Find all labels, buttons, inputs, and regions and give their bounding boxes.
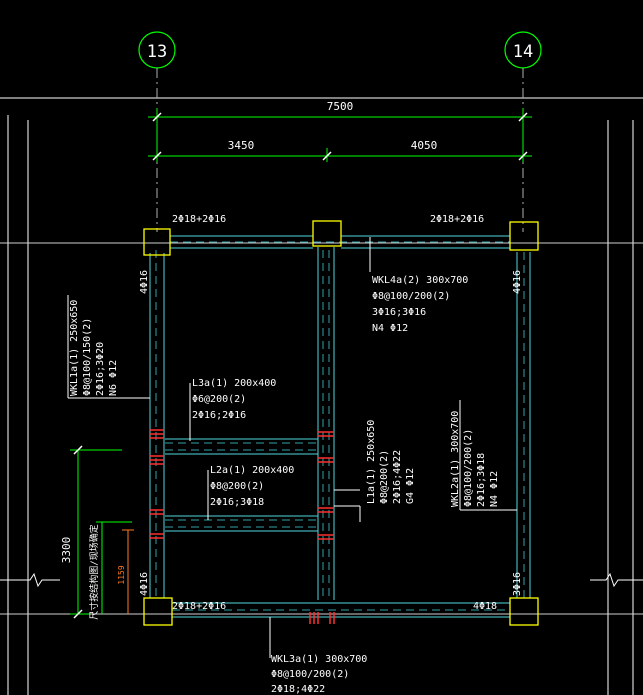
beam-outlines bbox=[149, 235, 531, 618]
l1a-line-1: L1a(1) 250x650 bbox=[366, 420, 377, 504]
annotation-wkl2a: WKL2a(1) 300x700 Φ8@100/200(2) 2Φ16;3Φ18… bbox=[450, 411, 500, 507]
wkl1a-line-3: 2Φ16;3Φ20 bbox=[95, 342, 106, 396]
top-rebar-right: 2Φ18+2Φ16 bbox=[430, 214, 484, 225]
annotation-l3a: L3a(1) 200x400 Φ6@200(2) 2Φ16;2Φ16 bbox=[192, 378, 276, 421]
grid-lines bbox=[0, 242, 643, 615]
column-top-right bbox=[509, 221, 539, 251]
l1a-line-3: 2Φ16;4Φ22 bbox=[392, 450, 403, 504]
dim-vertical-note: 尺寸按结构图/现场确定 bbox=[88, 524, 100, 619]
l3a-line-1: L3a(1) 200x400 bbox=[192, 378, 276, 389]
wkl2a-line-2: Φ8@100/200(2) bbox=[463, 429, 474, 507]
column-rebar-top-left: 4Φ16 bbox=[139, 270, 150, 294]
rebar-labels: 2Φ18+2Φ16 2Φ18+2Φ16 2Φ18+2Φ16 4Φ18 4Φ16 … bbox=[139, 214, 523, 612]
bottom-rebar-left: 2Φ18+2Φ16 bbox=[172, 601, 226, 612]
frame-lines bbox=[0, 97, 643, 695]
l2a-line-2: Φ8@200(2) bbox=[210, 481, 264, 492]
column-rebar-top-right: 4Φ16 bbox=[512, 270, 523, 294]
dim-vertical: 3300 bbox=[60, 537, 73, 564]
wkl1a-line-2: Φ8@100/150(2) bbox=[82, 318, 93, 396]
column-top-left bbox=[143, 228, 171, 256]
wkl2a-line-4: N4 Φ12 bbox=[489, 471, 500, 507]
annotation-wkl1a: WKL1a(1) 250x650 Φ8@100/150(2) 2Φ16;3Φ20… bbox=[69, 300, 119, 396]
wkl3a-line-2: Φ8@100/200(2) bbox=[271, 669, 349, 680]
break-marks bbox=[0, 572, 643, 588]
axis-label-13: 13 bbox=[147, 42, 167, 62]
dim-right-span: 4050 bbox=[411, 139, 438, 152]
white-ties bbox=[334, 505, 361, 522]
columns bbox=[143, 220, 539, 626]
column-bottom-left bbox=[143, 597, 173, 626]
annotation-l1a: L1a(1) 250x650 Φ8@200(2) 2Φ16;4Φ22 G4 Φ1… bbox=[366, 420, 416, 504]
annotation-l2a: L2a(1) 200x400 Φ8@200(2) 2Φ16;3Φ18 bbox=[210, 465, 294, 508]
annotation-wkl3a: WKL3a(1) 300x700 Φ8@100/200(2) 2Φ18;4Φ22 bbox=[271, 654, 367, 695]
wkl1a-line-4: N6 Φ12 bbox=[108, 360, 119, 396]
axis-label-14: 14 bbox=[513, 42, 533, 62]
dim-total: 7500 bbox=[327, 100, 354, 113]
column-rebar-bottom-right: 3Φ16 bbox=[512, 572, 523, 596]
dim-left-span: 3450 bbox=[228, 139, 255, 152]
column-rebar-bottom-left: 4Φ16 bbox=[139, 572, 150, 596]
l3a-line-2: Φ6@200(2) bbox=[192, 394, 246, 405]
wkl1a-line-1: WKL1a(1) 250x650 bbox=[69, 300, 80, 396]
l1a-line-2: Φ8@200(2) bbox=[379, 450, 390, 504]
column-bottom-right bbox=[509, 597, 539, 626]
wkl3a-line-1: WKL3a(1) 300x700 bbox=[271, 654, 367, 665]
wkl4a-line-3: 3Φ16;3Φ16 bbox=[372, 307, 426, 318]
dimension-top: 7500 3450 4050 bbox=[148, 100, 532, 162]
l3a-line-3: 2Φ16;2Φ16 bbox=[192, 410, 246, 421]
l2a-line-3: 2Φ16;3Φ18 bbox=[210, 497, 264, 508]
bottom-rebar-right: 4Φ18 bbox=[473, 601, 497, 612]
beam-hidden-lines bbox=[155, 241, 525, 611]
leader-lines bbox=[67, 237, 517, 658]
column-top-middle bbox=[312, 220, 342, 247]
dimension-vertical: 3300 尺寸按结构图/现场确定 1159 bbox=[60, 445, 134, 620]
wkl4a-line-4: N4 Φ12 bbox=[372, 323, 408, 334]
wkl2a-line-1: WKL2a(1) 300x700 bbox=[450, 411, 461, 507]
wkl4a-line-2: Φ8@100/200(2) bbox=[372, 291, 450, 302]
wkl2a-line-3: 2Φ16;3Φ18 bbox=[476, 453, 487, 507]
stirrup-marks bbox=[150, 429, 335, 624]
l2a-line-1: L2a(1) 200x400 bbox=[210, 465, 294, 476]
wkl4a-line-1: WKL4a(2) 300x700 bbox=[372, 275, 468, 286]
wkl3a-line-3: 2Φ18;4Φ22 bbox=[271, 684, 325, 695]
top-rebar-left: 2Φ18+2Φ16 bbox=[172, 214, 226, 225]
l1a-line-4: G4 Φ12 bbox=[405, 468, 416, 504]
dim-local: 1159 bbox=[117, 565, 126, 584]
annotation-wkl4a: WKL4a(2) 300x700 Φ8@100/200(2) 3Φ16;3Φ16… bbox=[372, 275, 468, 334]
